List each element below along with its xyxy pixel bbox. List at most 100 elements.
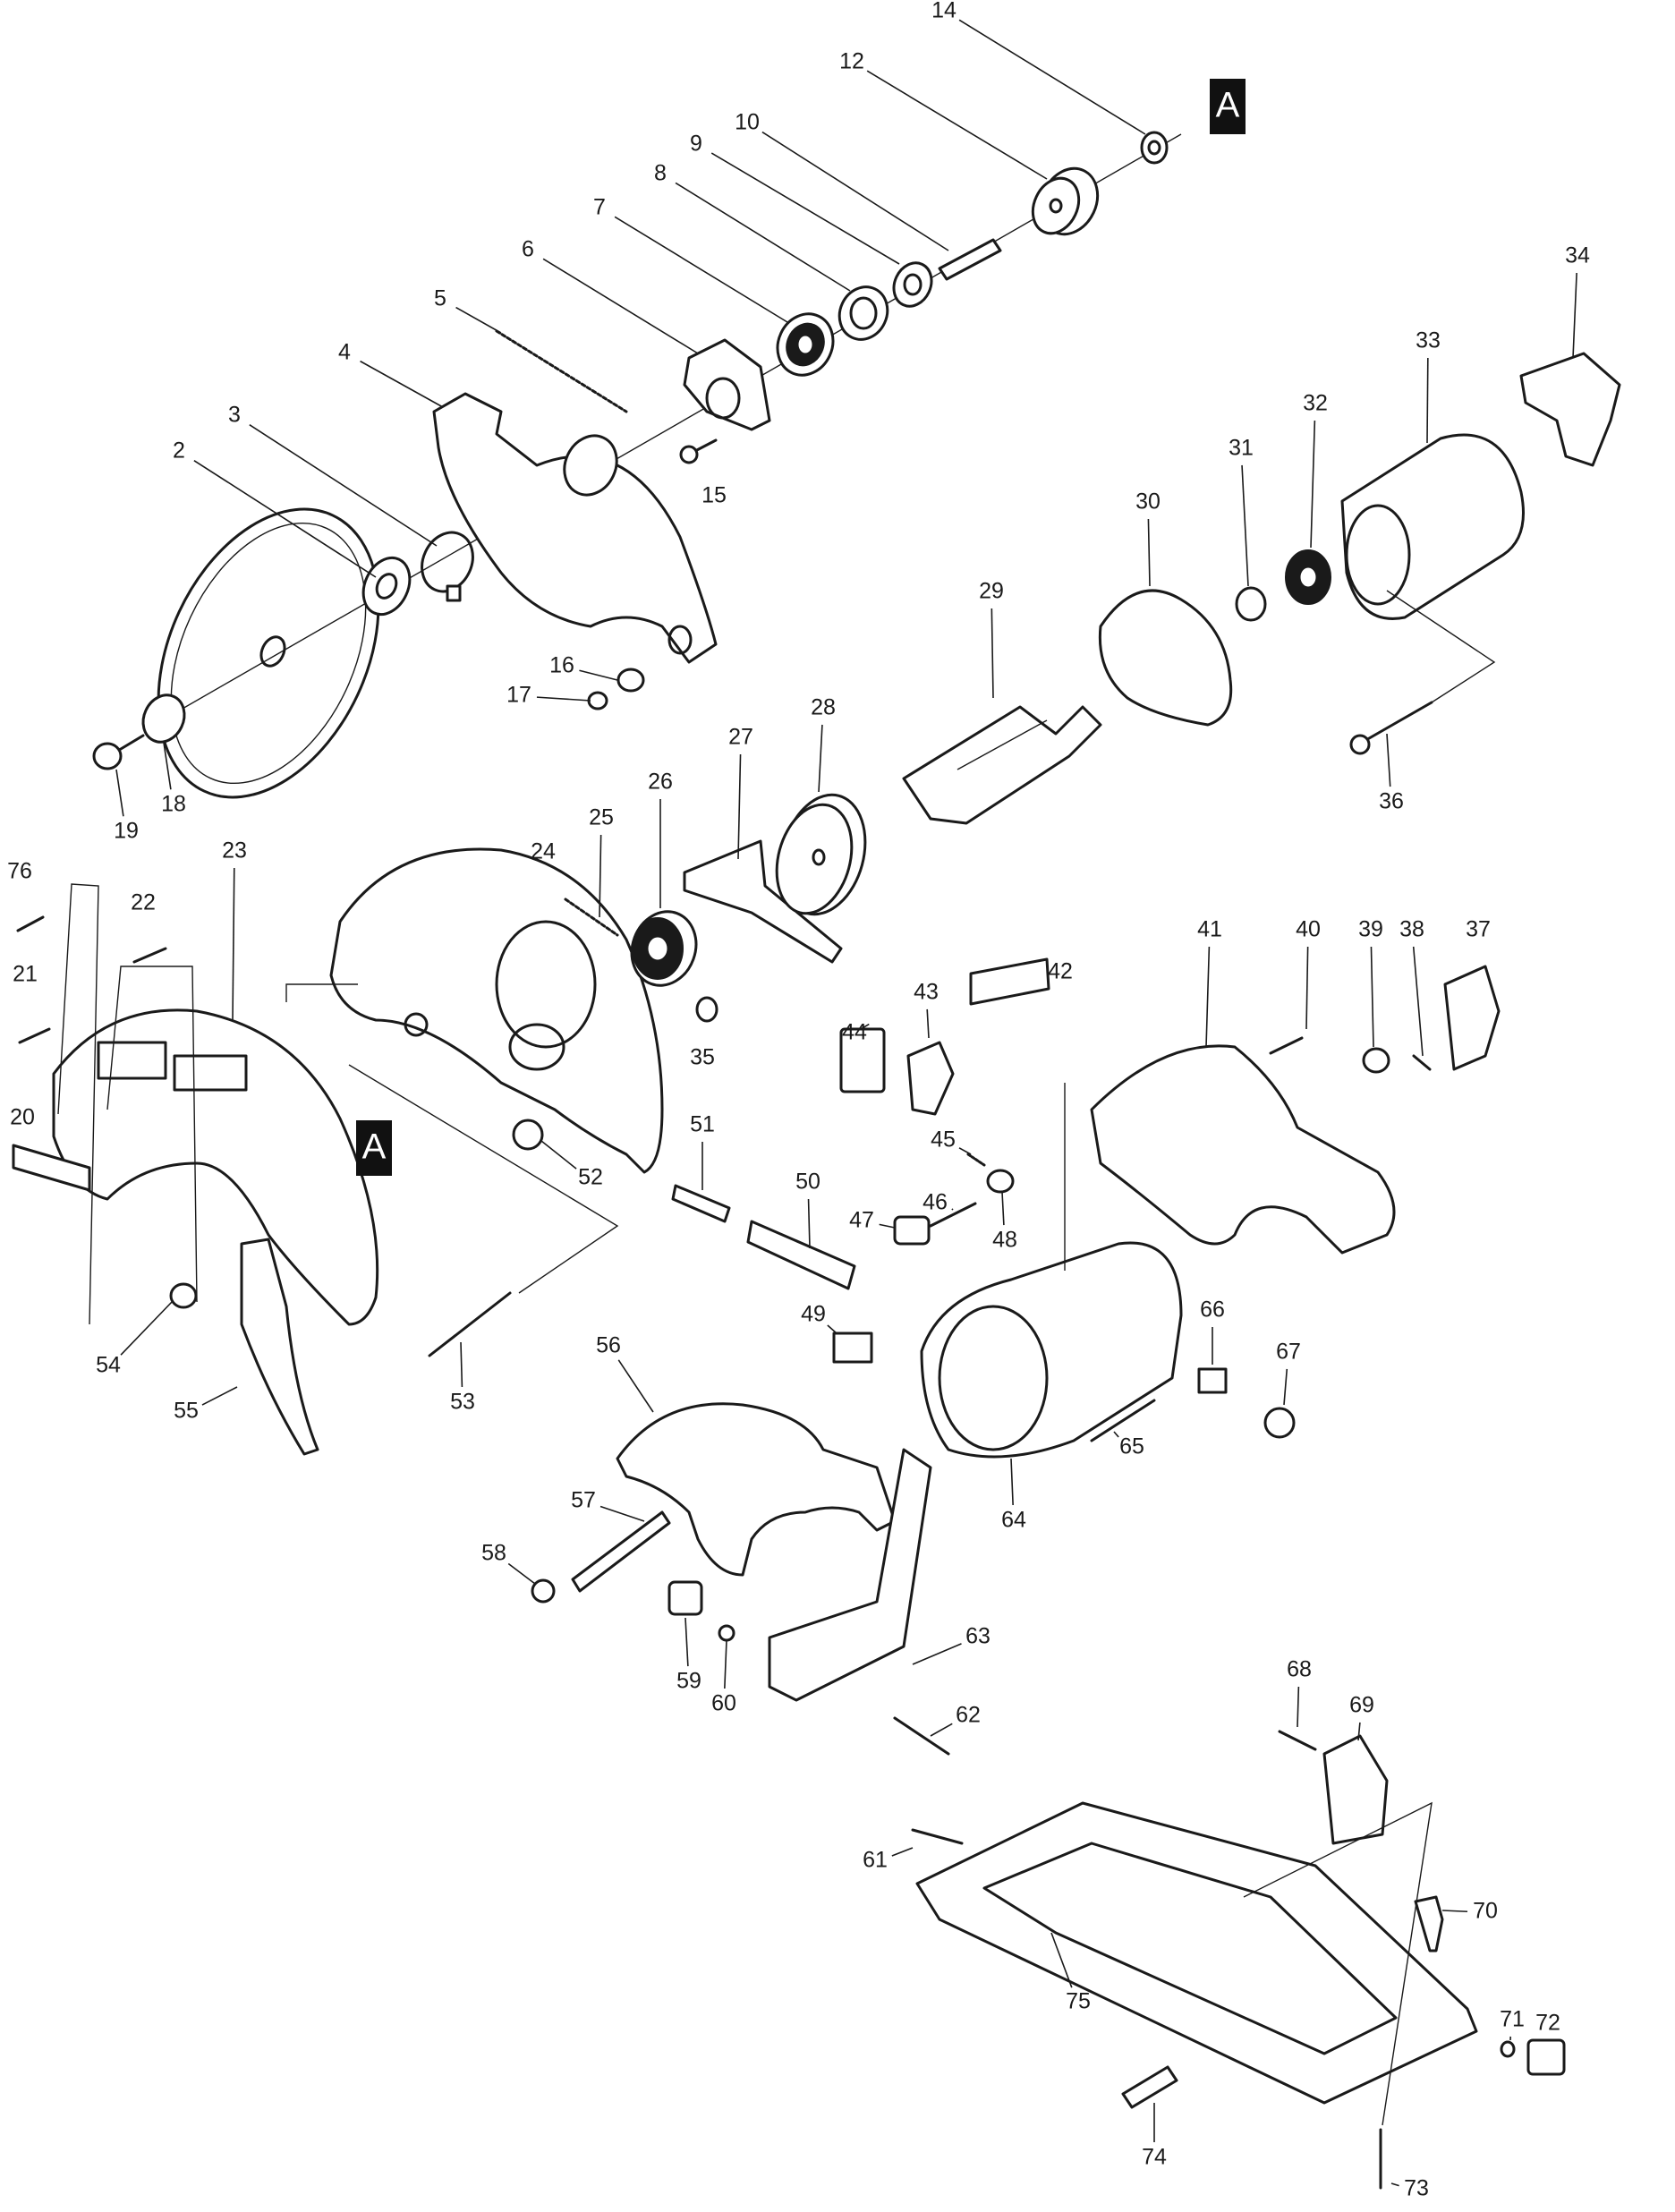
callout-65: 65 xyxy=(1113,1431,1144,1459)
callout-42: 42 xyxy=(1048,959,1073,984)
part-number-72: 72 xyxy=(1535,2011,1560,2036)
assembly-line-53 xyxy=(348,1064,619,1294)
part-number-20: 20 xyxy=(10,1105,35,1130)
leader-line-3 xyxy=(249,424,438,547)
leader-line-6 xyxy=(542,258,699,354)
callout-29: 29 xyxy=(979,579,1004,699)
part-number-55: 55 xyxy=(174,1399,199,1424)
part-26-ball-bearing xyxy=(630,910,698,987)
part-5-spring xyxy=(495,329,628,413)
part-9-gear xyxy=(892,261,933,308)
callout-30: 30 xyxy=(1135,489,1161,587)
part-27-baffle-plate xyxy=(683,839,843,964)
callout-57: 57 xyxy=(571,1488,645,1522)
callout-4: 4 xyxy=(338,340,444,408)
part-30-baffle xyxy=(1098,589,1233,727)
part-number-71: 71 xyxy=(1500,2007,1525,2032)
part-18-outer-flange xyxy=(141,693,186,744)
leader-line-60 xyxy=(724,1639,727,1689)
part-number-61: 61 xyxy=(863,1848,888,1873)
callout-67: 67 xyxy=(1276,1340,1301,1406)
leader-line-68 xyxy=(1297,1686,1300,1728)
callout-68: 68 xyxy=(1287,1657,1312,1728)
part-number-52: 52 xyxy=(578,1165,603,1190)
leader-line-16 xyxy=(579,669,618,681)
part-number-17: 17 xyxy=(506,683,531,708)
part-62-bolt xyxy=(893,1716,950,1756)
callout-19: 19 xyxy=(114,769,139,844)
part-28-fan xyxy=(775,793,867,916)
leader-line-50 xyxy=(807,1198,811,1249)
part-number-2: 2 xyxy=(173,438,185,464)
part-43-trigger xyxy=(906,1041,955,1116)
part-number-36: 36 xyxy=(1379,789,1404,814)
part-55-lever xyxy=(240,1238,319,1456)
assembly-line-24 xyxy=(285,983,358,1002)
callout-12: 12 xyxy=(839,49,1048,180)
part-number-73: 73 xyxy=(1404,2176,1429,2201)
part-number-66: 66 xyxy=(1200,1297,1225,1323)
part-number-22: 22 xyxy=(131,890,156,915)
callout-15: 15 xyxy=(701,483,727,508)
callout-22: 22 xyxy=(131,890,156,915)
leader-line-40 xyxy=(1305,946,1309,1030)
leader-line-28 xyxy=(818,724,823,793)
part-number-50: 50 xyxy=(795,1170,820,1195)
part-17-nut xyxy=(587,691,608,710)
leader-line-45 xyxy=(958,1147,972,1155)
callout-47: 47 xyxy=(849,1208,896,1233)
part-16-washer xyxy=(616,668,645,693)
leader-line-14 xyxy=(958,19,1146,135)
part-number-39: 39 xyxy=(1358,917,1383,942)
leader-line-73 xyxy=(1390,2182,1399,2187)
part-number-31: 31 xyxy=(1229,436,1254,461)
callout-49: 49 xyxy=(801,1302,838,1334)
callout-53: 53 xyxy=(450,1341,475,1415)
part-number-46: 46 xyxy=(923,1190,948,1215)
part-3-retaining-ring xyxy=(421,531,474,602)
part-7-ball-bearing xyxy=(776,312,835,377)
leader-line-75 xyxy=(1050,1932,1073,1988)
part-number-4: 4 xyxy=(338,340,351,365)
part-52-rubber-pin xyxy=(512,1119,544,1151)
part-number-44: 44 xyxy=(842,1020,867,1045)
leader-line-19 xyxy=(115,769,124,817)
part-number-53: 53 xyxy=(450,1390,475,1415)
part-42-label xyxy=(969,957,1050,1006)
part-56-handle xyxy=(616,1402,897,1577)
leader-line-61 xyxy=(891,1847,914,1857)
part-61-pin xyxy=(911,1828,964,1845)
part-40-screw xyxy=(1269,1036,1304,1055)
part-54-washer xyxy=(169,1282,198,1309)
leader-line-39 xyxy=(1370,946,1374,1048)
leader-line-17 xyxy=(536,696,591,702)
part-number-3: 3 xyxy=(228,403,241,428)
part-number-18: 18 xyxy=(161,792,186,817)
part-57-pin xyxy=(571,1510,671,1593)
part-6-bearing-box xyxy=(683,338,771,431)
part-32-ball-bearing xyxy=(1285,549,1331,605)
part-number-51: 51 xyxy=(690,1112,715,1137)
leader-line-58 xyxy=(507,1562,536,1585)
callout-23: 23 xyxy=(222,838,247,1021)
part-34-brush-holder xyxy=(1519,352,1621,467)
part-number-42: 42 xyxy=(1048,959,1073,984)
leader-line-43 xyxy=(926,1008,930,1039)
part-number-16: 16 xyxy=(549,653,574,678)
callout-9: 9 xyxy=(690,132,900,265)
leader-line-53 xyxy=(460,1341,463,1388)
part-number-10: 10 xyxy=(735,110,760,135)
part-number-14: 14 xyxy=(931,0,957,23)
part-number-32: 32 xyxy=(1303,391,1328,416)
part-58-ring xyxy=(531,1578,556,1604)
axis-line-upper xyxy=(169,133,1182,717)
leader-line-4 xyxy=(360,360,444,408)
part-19-hex-bolt xyxy=(92,734,145,770)
part-70-wing-bolt xyxy=(1414,1895,1444,1953)
part-67-cap xyxy=(1263,1407,1296,1439)
leader-line-55 xyxy=(201,1386,238,1406)
part-29-armature xyxy=(902,705,1102,825)
leader-line-52 xyxy=(540,1140,577,1170)
part-number-74: 74 xyxy=(1142,2145,1167,2170)
part-number-19: 19 xyxy=(114,819,139,844)
